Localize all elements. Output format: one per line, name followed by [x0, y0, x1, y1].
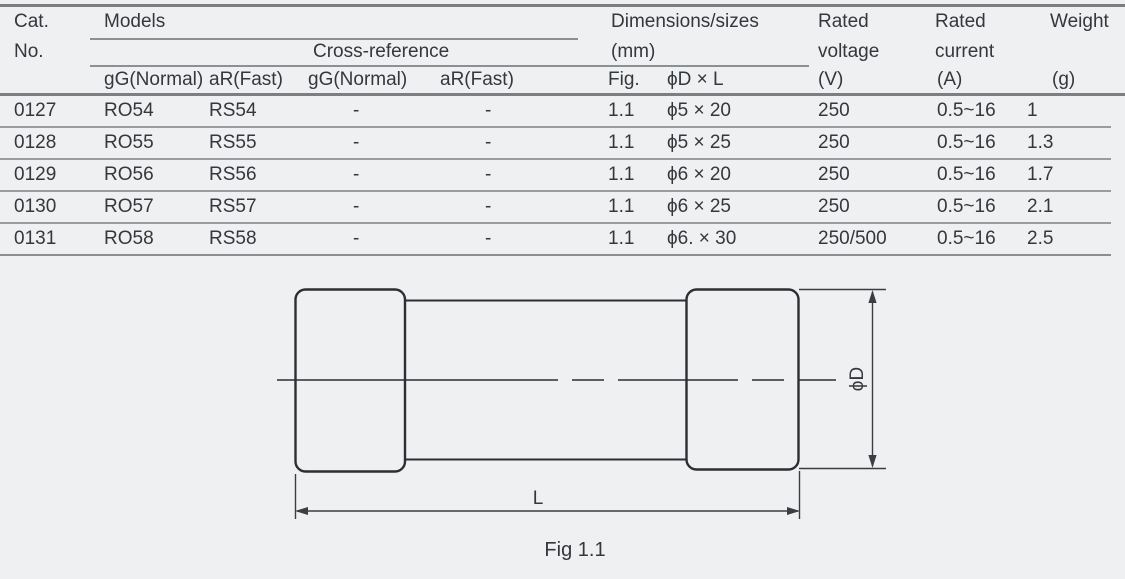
- cell: -: [485, 164, 492, 185]
- header-rated-current-2: current: [935, 41, 995, 62]
- table-subheader-row: gG(Normal)aR(Fast)gG(Normal)aR(Fast)Fig.…: [0, 66, 1125, 94]
- figure-caption: Fig 1.1: [544, 539, 605, 561]
- cell: 0131: [14, 228, 57, 249]
- cell: -: [353, 132, 360, 153]
- cell: RS56: [209, 164, 257, 185]
- diameter-label: ϕD: [847, 367, 868, 391]
- cell: 250: [818, 196, 850, 217]
- cell: -: [485, 228, 492, 249]
- cell: 1: [1027, 100, 1038, 121]
- table-row: 0128 RO55 RS55 - - 1.1 ϕ5 × 25 250 0.5~16 1.3: [0, 128, 1111, 160]
- cell: 250: [818, 100, 850, 121]
- cell: 250/500: [818, 228, 887, 249]
- cell: RO55: [104, 132, 154, 153]
- cell: ϕ6 × 20: [667, 164, 731, 185]
- arrowhead-up: [868, 290, 877, 303]
- left-end-cap: [294, 288, 407, 473]
- table-row: 0131 RO58 RS58 - - 1.1 ϕ6. × 30 250/500 0.5~16 2.…: [0, 224, 1111, 256]
- table-row: 0130 RO57 RS57 - - 1.1 ϕ6 × 25 250 0.5~16 2.1: [0, 192, 1111, 224]
- cell: 0129: [14, 164, 57, 185]
- cell: -: [485, 132, 492, 153]
- cell: RS58: [209, 228, 257, 249]
- length-dimension: [294, 471, 801, 519]
- cell: -: [485, 196, 492, 217]
- header-weight: Weight: [1050, 11, 1109, 32]
- cell: 1.1: [608, 196, 635, 217]
- cell: 0.5~16: [937, 164, 996, 185]
- cell: -: [353, 100, 360, 121]
- header-no: No.: [14, 41, 44, 62]
- cell: Fig.: [608, 69, 640, 90]
- cell: 2.5: [1027, 228, 1054, 249]
- cell: 0.5~16: [937, 196, 996, 217]
- cell: RO57: [104, 196, 154, 217]
- cell: 1.1: [608, 164, 635, 185]
- cell: 250: [818, 132, 850, 153]
- header-rated-voltage-1: Rated: [818, 11, 869, 32]
- header-dimensions: Dimensions/sizes: [611, 11, 759, 32]
- cell: 1.1: [608, 100, 635, 121]
- arrowhead-down: [868, 455, 877, 468]
- cell: gG(Normal): [104, 69, 204, 90]
- cell: (g): [1052, 69, 1076, 90]
- cell: 0.5~16: [937, 228, 996, 249]
- cell: 0.5~16: [937, 132, 996, 153]
- cell: gG(Normal): [308, 69, 408, 90]
- cell: 1.1: [608, 132, 635, 153]
- cell: ϕ6 × 25: [667, 196, 731, 217]
- cell: -: [353, 196, 360, 217]
- cell: (V): [818, 69, 844, 90]
- cell: 2.1: [1027, 196, 1054, 217]
- cell: ϕ5 × 20: [667, 100, 731, 121]
- cell: ϕD × L: [667, 69, 724, 90]
- table-row: 0127 RO54 RS54 - - 1.1 ϕ5 × 20 250 0.5~16 1: [0, 96, 1111, 128]
- cell: aR(Fast): [440, 69, 514, 90]
- cell: 0.5~16: [937, 100, 996, 121]
- cross-reference-underline: [90, 65, 809, 67]
- models-underline: [90, 38, 578, 40]
- arrowhead-right: [787, 507, 800, 515]
- arrowhead-left: [295, 507, 308, 515]
- cell: 1.3: [1027, 132, 1054, 153]
- length-label: L: [533, 488, 544, 509]
- cell: ϕ5 × 25: [667, 132, 731, 153]
- cell: RO56: [104, 164, 154, 185]
- header-rated-voltage-2: voltage: [818, 41, 880, 62]
- right-end-cap: [685, 288, 800, 471]
- cell: RS54: [209, 100, 257, 121]
- cell: RS57: [209, 196, 257, 217]
- header-cat: Cat.: [14, 11, 49, 32]
- header-rated-current-1: Rated: [935, 11, 986, 32]
- cell: 0127: [14, 100, 57, 121]
- cell: RO54: [104, 100, 154, 121]
- cell: 250: [818, 164, 850, 185]
- cell: ϕ6. × 30: [667, 228, 737, 249]
- cell: 1.1: [608, 228, 635, 249]
- cell: 0128: [14, 132, 57, 153]
- cell: RS55: [209, 132, 257, 153]
- header-dimensions-unit: (mm): [611, 41, 656, 62]
- diameter-dimension: [799, 288, 886, 470]
- header-cross-reference: Cross-reference: [313, 41, 450, 62]
- header-models: Models: [104, 11, 166, 32]
- cell: 1.7: [1027, 164, 1054, 185]
- header-bottom-rule: [0, 93, 1125, 96]
- table-top-rule: [0, 4, 1125, 7]
- cell: 0130: [14, 196, 57, 217]
- table-row: 0129 RO56 RS56 - - 1.1 ϕ6 × 20 250 0.5~16 1.7: [0, 160, 1111, 192]
- cell: RO58: [104, 228, 154, 249]
- cell: -: [353, 164, 360, 185]
- cell: (A): [937, 69, 963, 90]
- cell: -: [485, 100, 492, 121]
- cell: aR(Fast): [209, 69, 283, 90]
- cell: -: [353, 228, 360, 249]
